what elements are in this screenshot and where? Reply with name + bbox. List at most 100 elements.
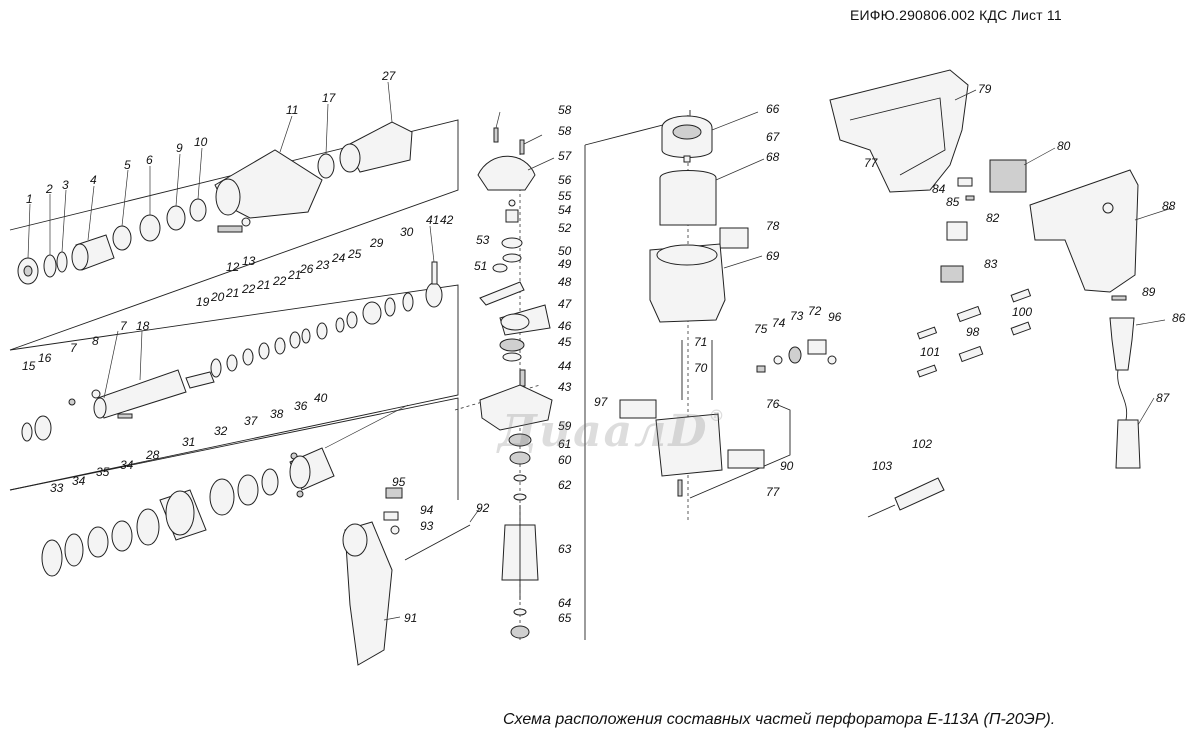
label-94: 94 (420, 503, 434, 517)
label-96: 96 (828, 310, 842, 324)
label-56: 56 (558, 173, 572, 187)
label-85: 85 (946, 195, 960, 209)
part-79-handle-half (829, 69, 969, 193)
label-95: 95 (392, 475, 406, 489)
part-26 (301, 328, 311, 344)
part-69-motor-housing (649, 243, 726, 323)
part-30-a (384, 297, 396, 317)
label-46: 46 (558, 319, 572, 333)
motor-group (619, 115, 765, 497)
label-58-a: 58 (558, 103, 572, 117)
part-94 (383, 511, 399, 521)
label-72: 72 (808, 304, 822, 318)
label-27: 27 (381, 69, 397, 83)
label-70: 70 (694, 361, 708, 375)
label-21-a: 21 (225, 286, 239, 300)
label-41: 41 (426, 213, 439, 227)
label-69: 69 (766, 249, 780, 263)
label-54: 54 (558, 203, 572, 217)
label-32: 32 (214, 424, 228, 438)
label-53: 53 (476, 233, 490, 247)
label-5: 5 (124, 158, 131, 172)
part-93 (390, 525, 400, 535)
part-37 (237, 474, 259, 506)
part-73 (788, 346, 802, 364)
label-31: 31 (182, 435, 195, 449)
label-55: 55 (558, 189, 572, 203)
label-65: 65 (558, 611, 572, 625)
part-80-switch (989, 159, 1027, 193)
part-67 (683, 155, 691, 163)
label-20: 20 (210, 290, 225, 304)
label-100: 100 (1012, 305, 1032, 319)
part-85 (965, 195, 975, 201)
label-7-b: 7 (120, 319, 128, 333)
part-50 (502, 253, 522, 263)
label-30: 30 (400, 225, 414, 239)
label-77-a: 77 (864, 156, 879, 170)
label-71: 71 (694, 335, 707, 349)
part-83 (940, 265, 964, 283)
assembly-axes (454, 115, 689, 640)
label-47: 47 (558, 297, 573, 311)
label-33: 33 (50, 481, 64, 495)
label-79: 79 (978, 82, 992, 96)
label-83: 83 (984, 257, 998, 271)
label-101: 101 (920, 345, 940, 359)
label-63: 63 (558, 542, 572, 556)
part-20 (210, 358, 222, 378)
part-86-strain-relief (1109, 317, 1135, 371)
part-55 (508, 199, 516, 207)
label-44: 44 (558, 359, 572, 373)
clutch-assembly (41, 447, 335, 577)
label-45: 45 (558, 335, 572, 349)
part-22-b (274, 337, 286, 355)
part-52 (501, 237, 523, 249)
part-84 (957, 177, 973, 187)
label-21-c: 21 (287, 268, 301, 282)
part-19 (185, 371, 215, 389)
part-98-b (958, 345, 984, 363)
label-51: 51 (474, 259, 487, 273)
part-62 (513, 493, 527, 501)
label-93: 93 (420, 519, 434, 533)
part-76-brush-holder (655, 413, 723, 477)
label-57: 57 (558, 149, 573, 163)
gear-stack (477, 127, 553, 639)
part-38 (261, 468, 279, 496)
part-41 (425, 282, 443, 308)
label-1: 1 (26, 192, 33, 206)
label-26: 26 (299, 262, 314, 276)
document-code: ЕИФЮ.290806.002 КДС Лист 11 (850, 7, 1062, 23)
label-97: 97 (594, 395, 609, 409)
label-88: 88 (1162, 199, 1176, 213)
part-59 (508, 433, 532, 447)
part-24 (335, 317, 345, 333)
label-8: 8 (92, 334, 99, 348)
watermark-text: ДиаалD (498, 406, 709, 457)
part-7-pin-a (68, 398, 76, 406)
label-77-b: 77 (766, 485, 781, 499)
part-58-a (493, 127, 499, 143)
part-3 (56, 251, 68, 273)
part-87-cord (1117, 369, 1128, 421)
part-100-a (1010, 288, 1032, 303)
part-33 (41, 539, 63, 577)
label-66: 66 (766, 102, 780, 116)
part-2 (43, 254, 57, 278)
part-10 (189, 198, 207, 222)
label-76: 76 (766, 397, 780, 411)
part-29 (362, 301, 382, 325)
label-103: 103 (872, 459, 892, 473)
part-21-c (289, 331, 301, 349)
label-17: 17 (322, 91, 337, 105)
part-95 (385, 487, 403, 499)
part-25 (346, 311, 358, 329)
label-78: 78 (766, 219, 780, 233)
part-102 (894, 477, 945, 511)
label-22-b: 22 (272, 274, 287, 288)
label-48: 48 (558, 275, 572, 289)
part-97-label (619, 399, 657, 419)
label-43: 43 (558, 380, 572, 394)
